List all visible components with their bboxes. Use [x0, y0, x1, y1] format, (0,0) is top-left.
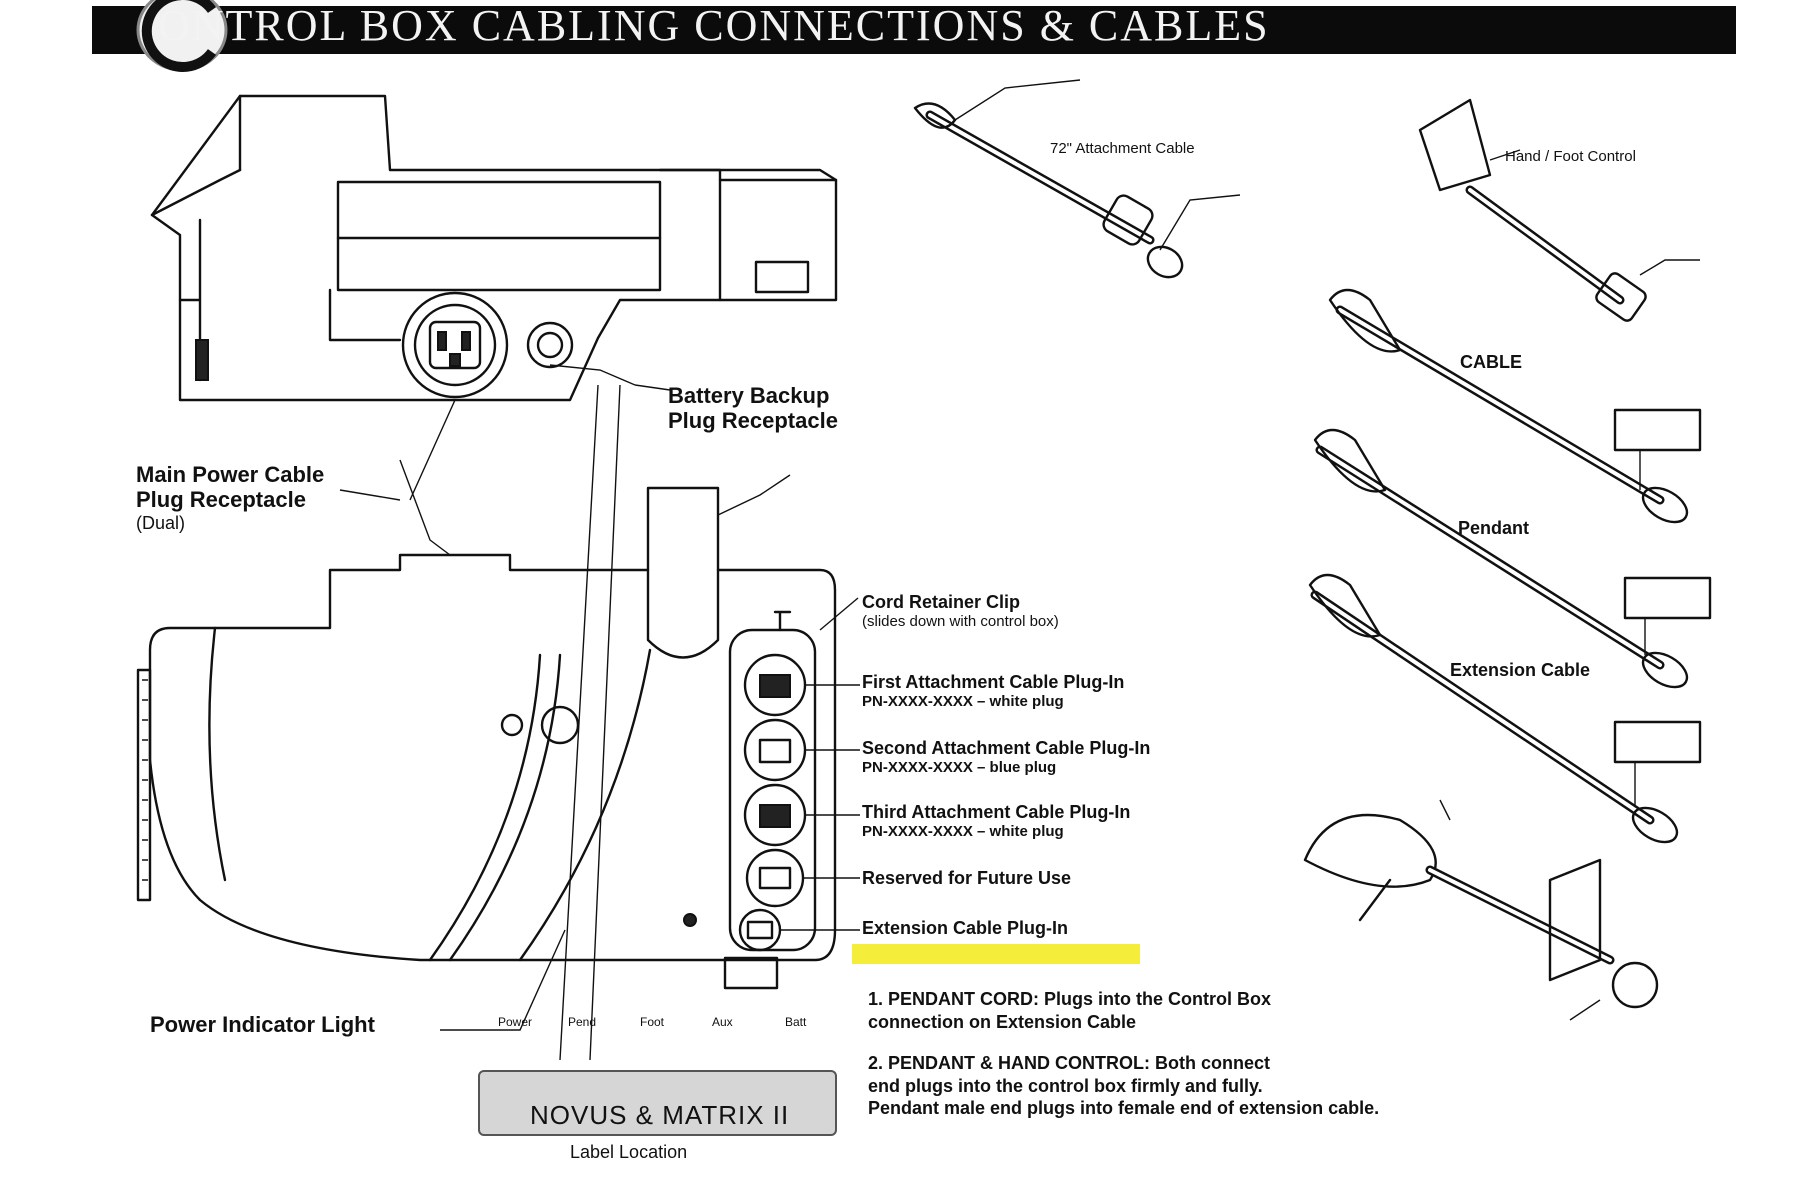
cable-plug-1-label: First Attachment Cable Plug-In PN-XXXX-X…	[862, 672, 1125, 710]
label-plate	[478, 1070, 837, 1136]
port-label-3: Foot	[640, 1015, 665, 1029]
cable-plug-3-label: Third Attachment Cable Plug-In PN-XXXX-X…	[862, 802, 1131, 840]
main-power-label: Main Power Cable Plug Receptacle (Dual)	[136, 462, 325, 533]
cable-plug-2-label: Second Attachment Cable Plug-In PN-XXXX-…	[862, 738, 1151, 776]
title-banner	[92, 6, 1736, 54]
extension-plug-label: Extension Cable Plug-In	[862, 918, 1069, 938]
cable-drawings	[913, 79, 1712, 1021]
extension-highlight	[852, 944, 1140, 964]
cable-tag-1: CABLE	[1460, 352, 1522, 372]
port-label-4: Aux	[712, 1015, 733, 1029]
port-label-2: Pend	[568, 1015, 597, 1029]
port-label-5: Batt	[785, 1015, 807, 1029]
leader-lines	[339, 364, 860, 1061]
plate-label: NOVUS & MATRIX II	[530, 1100, 790, 1130]
plate-caption: Label Location	[570, 1142, 688, 1162]
cable-4-label: Extension Cable	[1450, 660, 1591, 680]
cable-2-label: Hand / Foot Control	[1505, 148, 1636, 165]
power-indicator-label: Power Indicator Light	[150, 1012, 375, 1037]
cord-retainer-label: Cord Retainer Clip (slides down with con…	[862, 592, 1059, 630]
note-1: 1. PENDANT CORD: Plugs into the Control …	[868, 989, 1271, 1032]
control-box-side-view	[136, 486, 837, 990]
page-title: ONTROL BOX CABLING CONNECTIONS & CABLES	[158, 1, 1270, 50]
control-box-top-view	[150, 94, 838, 402]
reserved-label: Reserved for Future Use	[862, 868, 1072, 888]
cable-1-label: 72" Attachment Cable	[1050, 140, 1195, 157]
cable-3-label: Pendant	[1458, 518, 1530, 538]
note-2: 2. PENDANT & HAND CONTROL: Both connect …	[868, 1053, 1380, 1118]
battery-backup-label: Battery Backup Plug Receptacle	[668, 383, 838, 434]
port-label-1: Power	[498, 1015, 533, 1029]
c-logo-icon	[136, 0, 228, 72]
